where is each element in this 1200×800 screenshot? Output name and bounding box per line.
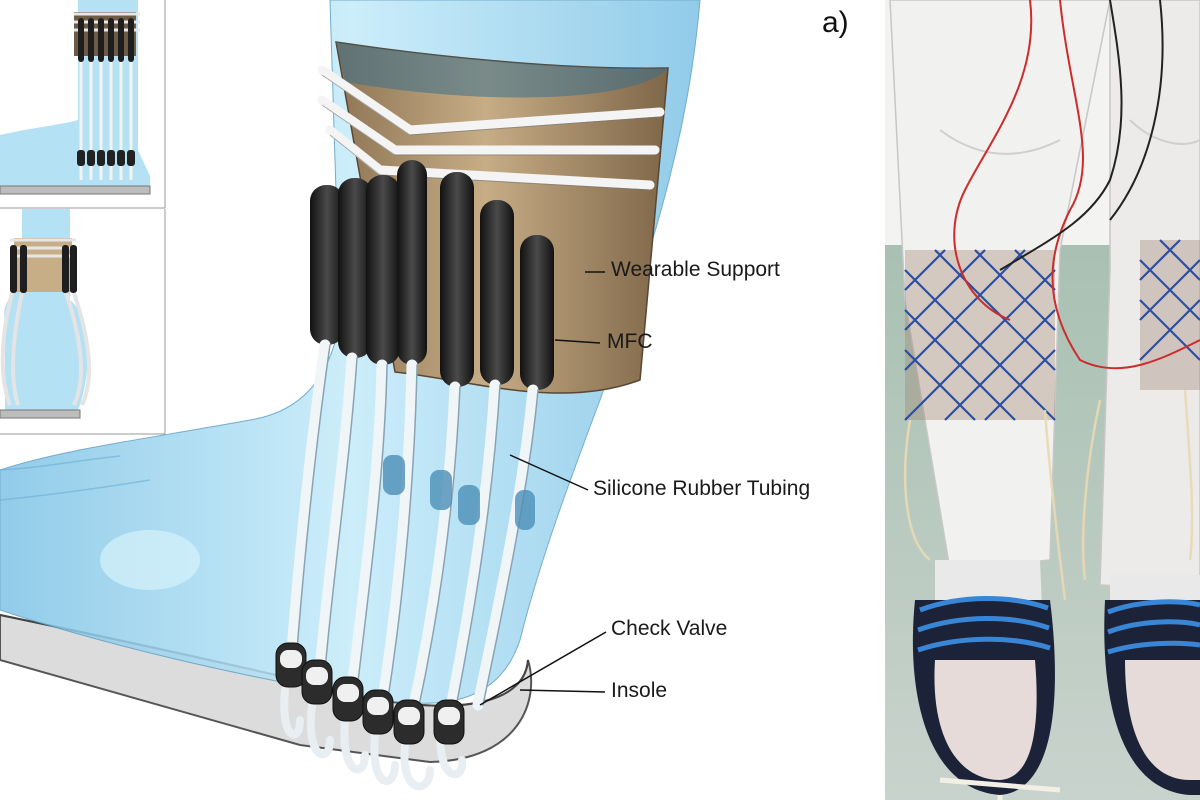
mfc-actuators (310, 160, 554, 390)
label-check-valve: Check Valve (611, 617, 728, 640)
label-silicone-rubber-tubing: Silicone Rubber Tubing (593, 477, 811, 500)
label-insole: Insole (611, 679, 668, 702)
photo-panel (885, 0, 1200, 800)
callout-lines (479, 271, 607, 706)
inset-side-view (0, 0, 166, 209)
net-sleeves (904, 239, 1200, 421)
wire-loops (317, 65, 665, 190)
label-wearable-support: Wearable Support (611, 258, 780, 281)
label-mfc: MFC (607, 330, 653, 353)
silicone-tubes (280, 339, 539, 791)
inset-front-view (0, 209, 166, 435)
panel-label: a) (822, 6, 849, 39)
main-device-render (0, 0, 701, 791)
